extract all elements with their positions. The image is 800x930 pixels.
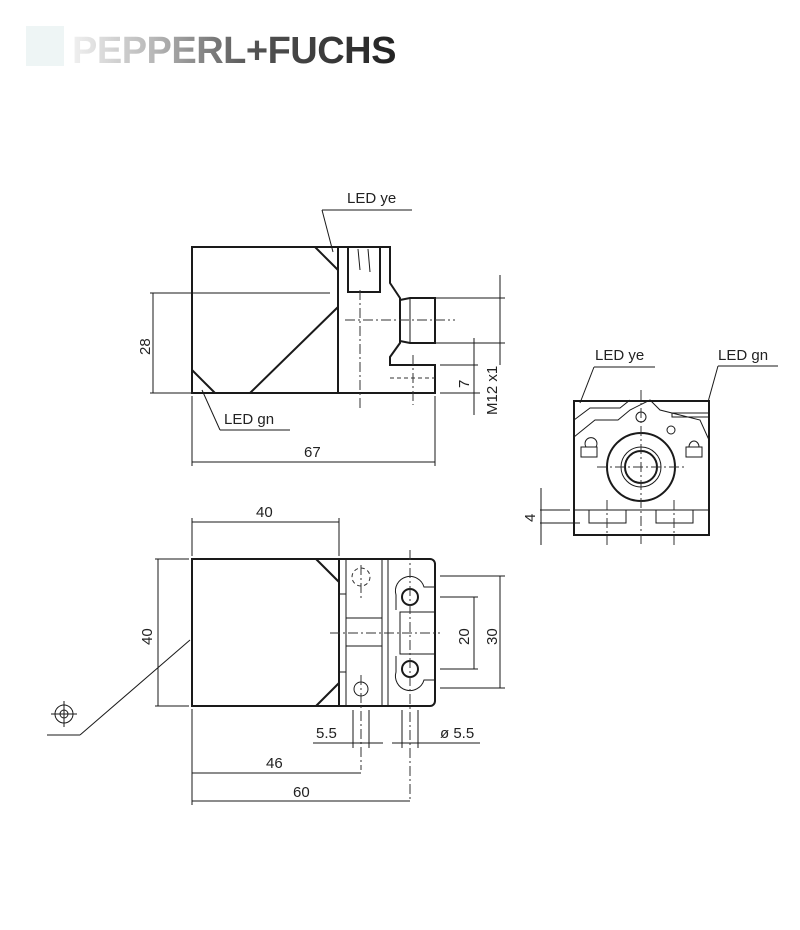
dim-total: 60	[293, 784, 310, 801]
end-led-ye-label: LED ye	[595, 347, 644, 364]
dim-thread: M12 x1	[484, 366, 501, 415]
led-gn-label: LED gn	[224, 411, 274, 428]
dim-outer: 30	[484, 628, 501, 645]
position-tolerance-icon	[51, 701, 77, 727]
dim-height: 28	[137, 338, 154, 355]
dim-step: 4	[522, 514, 539, 522]
dim-offset: 7	[456, 380, 473, 388]
dim-length: 67	[304, 444, 321, 461]
led-ye-label: LED ye	[347, 190, 396, 207]
dim-hole-dia: ø 5.5	[440, 725, 474, 742]
top-view: 40 40 20 30 5.5 ø 5.5 46 60	[47, 504, 505, 805]
side-view: LED ye LED gn 67 28 7 M12 x1	[137, 190, 505, 466]
end-led-gn-label: LED gn	[718, 347, 768, 364]
dim-width: 40	[139, 628, 156, 645]
end-view: LED ye LED gn 4	[522, 347, 778, 545]
dim-hole-pos: 46	[266, 755, 283, 772]
brand-logo-icon	[26, 26, 64, 66]
brand-logo: PEPPERL+FUCHS	[72, 30, 396, 72]
dim-body-length: 40	[256, 504, 273, 521]
dim-slot: 5.5	[316, 725, 337, 742]
dim-hole-spacing: 20	[456, 628, 473, 645]
